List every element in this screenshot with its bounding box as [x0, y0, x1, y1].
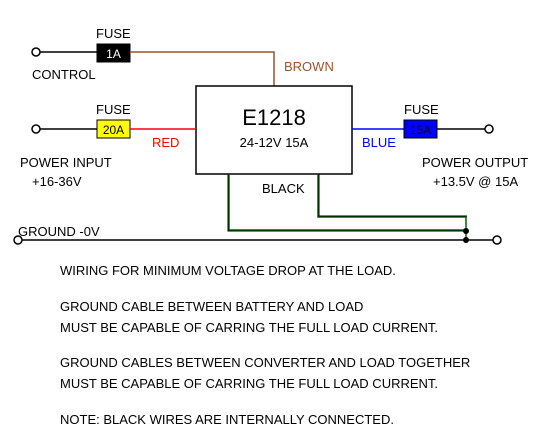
output-fuse-caption: FUSE	[404, 102, 439, 117]
converter-module	[195, 85, 353, 175]
ground-label: GROUND -0V	[18, 224, 100, 239]
power-output-terminal	[484, 124, 494, 134]
note-line-3b: MUST BE CAPABLE OF CARRING THE FULL LOAD…	[60, 376, 438, 391]
ground-right-terminal	[492, 235, 502, 245]
black-wire-right	[317, 174, 467, 231]
note-line-2a: GROUND CABLE BETWEEN BATTERY AND LOAD	[60, 299, 363, 314]
black-wire-left-overlay	[227, 174, 467, 232]
power-output-value: +13.5V @ 15A	[433, 174, 518, 189]
black-wire-left	[228, 174, 467, 240]
brown-wire	[130, 51, 275, 86]
note-line-4: NOTE: BLACK WIRES ARE INTERNALLY CONNECT…	[60, 412, 394, 427]
module-rating: 24-12V 15A	[240, 135, 309, 150]
black-wire-right-overlay	[318, 174, 467, 217]
power-input-range: +16-36V	[32, 174, 82, 189]
note-line-2b: MUST BE CAPABLE OF CARRING THE FULL LOAD…	[60, 320, 438, 335]
control-fuse-caption: FUSE	[96, 26, 131, 41]
input-fuse-value: 20A	[103, 123, 124, 137]
control-fuse	[96, 43, 131, 63]
ground-left-terminal	[13, 235, 23, 245]
black-wire-label: BLACK	[262, 181, 305, 196]
power-output-label: POWER OUTPUT	[422, 155, 528, 170]
note-line-1: WIRING FOR MINIMUM VOLTAGE DROP AT THE L…	[60, 263, 396, 278]
note-line-3a: GROUND CABLES BETWEEN CONVERTER AND LOAD…	[60, 355, 470, 370]
blue-wire-label: BLUE	[362, 135, 396, 150]
red-wire-label: RED	[152, 135, 179, 150]
power-input-terminal	[31, 124, 41, 134]
module-name: E1218	[242, 105, 306, 130]
power-input-label: POWER INPUT	[20, 155, 112, 170]
output-fuse-value: 15A	[410, 123, 431, 137]
ground-junction-dot-2	[463, 237, 469, 243]
control-fuse-value: 1A	[106, 47, 121, 61]
control-terminal	[31, 47, 41, 57]
input-fuse-caption: FUSE	[96, 102, 131, 117]
ground-junction-dot	[463, 228, 469, 234]
control-terminal-label: CONTROL	[32, 67, 96, 82]
brown-wire-label: BROWN	[284, 59, 334, 74]
